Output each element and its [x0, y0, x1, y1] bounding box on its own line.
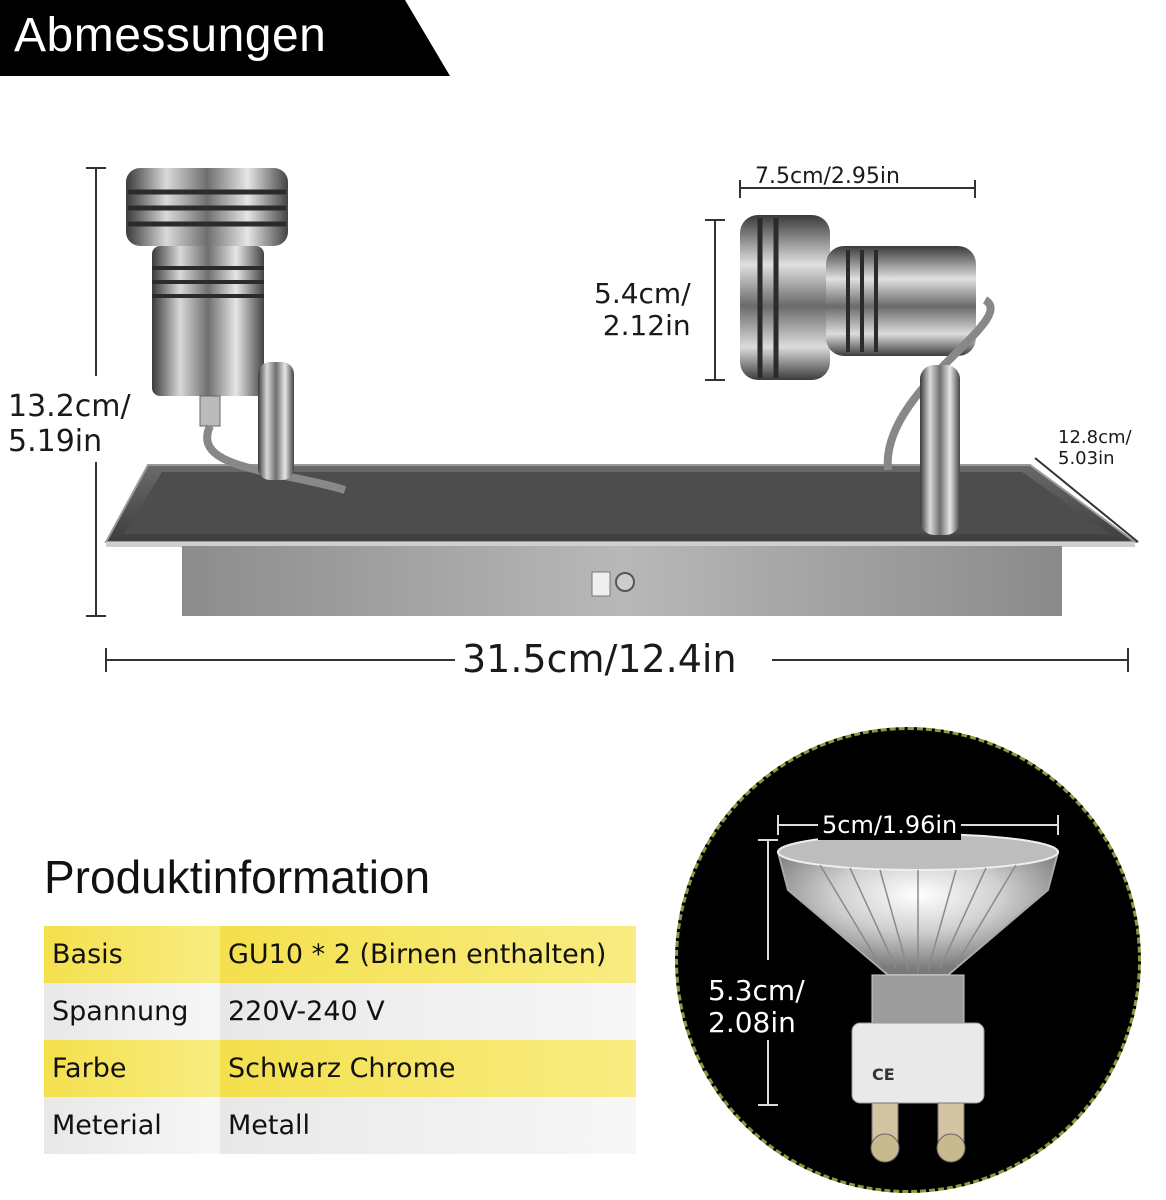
spec-value: Metall [220, 1097, 636, 1154]
spec-key: Basis [44, 926, 220, 983]
spec-table: Basis GU10 * 2 (Birnen enthalten) Spannu… [44, 926, 636, 1154]
banner-background [0, 0, 450, 76]
product-info-title: Produktinformation [44, 851, 431, 903]
table-row: Basis GU10 * 2 (Birnen enthalten) [44, 926, 636, 983]
lamp-width-label: 7.5cm/2.95in [755, 164, 900, 189]
length-label: 31.5cm/12.4in [462, 637, 737, 681]
spec-key: Spannung [44, 983, 220, 1040]
table-row: Meterial Metall [44, 1097, 636, 1154]
bulb-width-label: 5cm/1.96in [818, 811, 962, 840]
ce-mark: CE [872, 1065, 895, 1084]
depth-label: 12.8cm/ 5.03in [1058, 427, 1132, 469]
bulb-height-label: 5.3cm/ 2.08in [708, 974, 805, 1040]
spec-key: Meterial [44, 1097, 220, 1154]
height-total-label: 13.2cm/ 5.19in [8, 389, 131, 459]
table-row: Spannung 220V-240 V [44, 983, 636, 1040]
spec-key: Farbe [44, 1040, 220, 1097]
banner-title: Abmessungen [14, 9, 327, 62]
lamp-height-label: 5.4cm/ 2.12in [594, 277, 691, 343]
spec-value: Schwarz Chrome [220, 1040, 636, 1097]
spec-value: GU10 * 2 (Birnen enthalten) [220, 926, 636, 983]
table-row: Farbe Schwarz Chrome [44, 1040, 636, 1097]
spec-value: 220V-240 V [220, 983, 636, 1040]
